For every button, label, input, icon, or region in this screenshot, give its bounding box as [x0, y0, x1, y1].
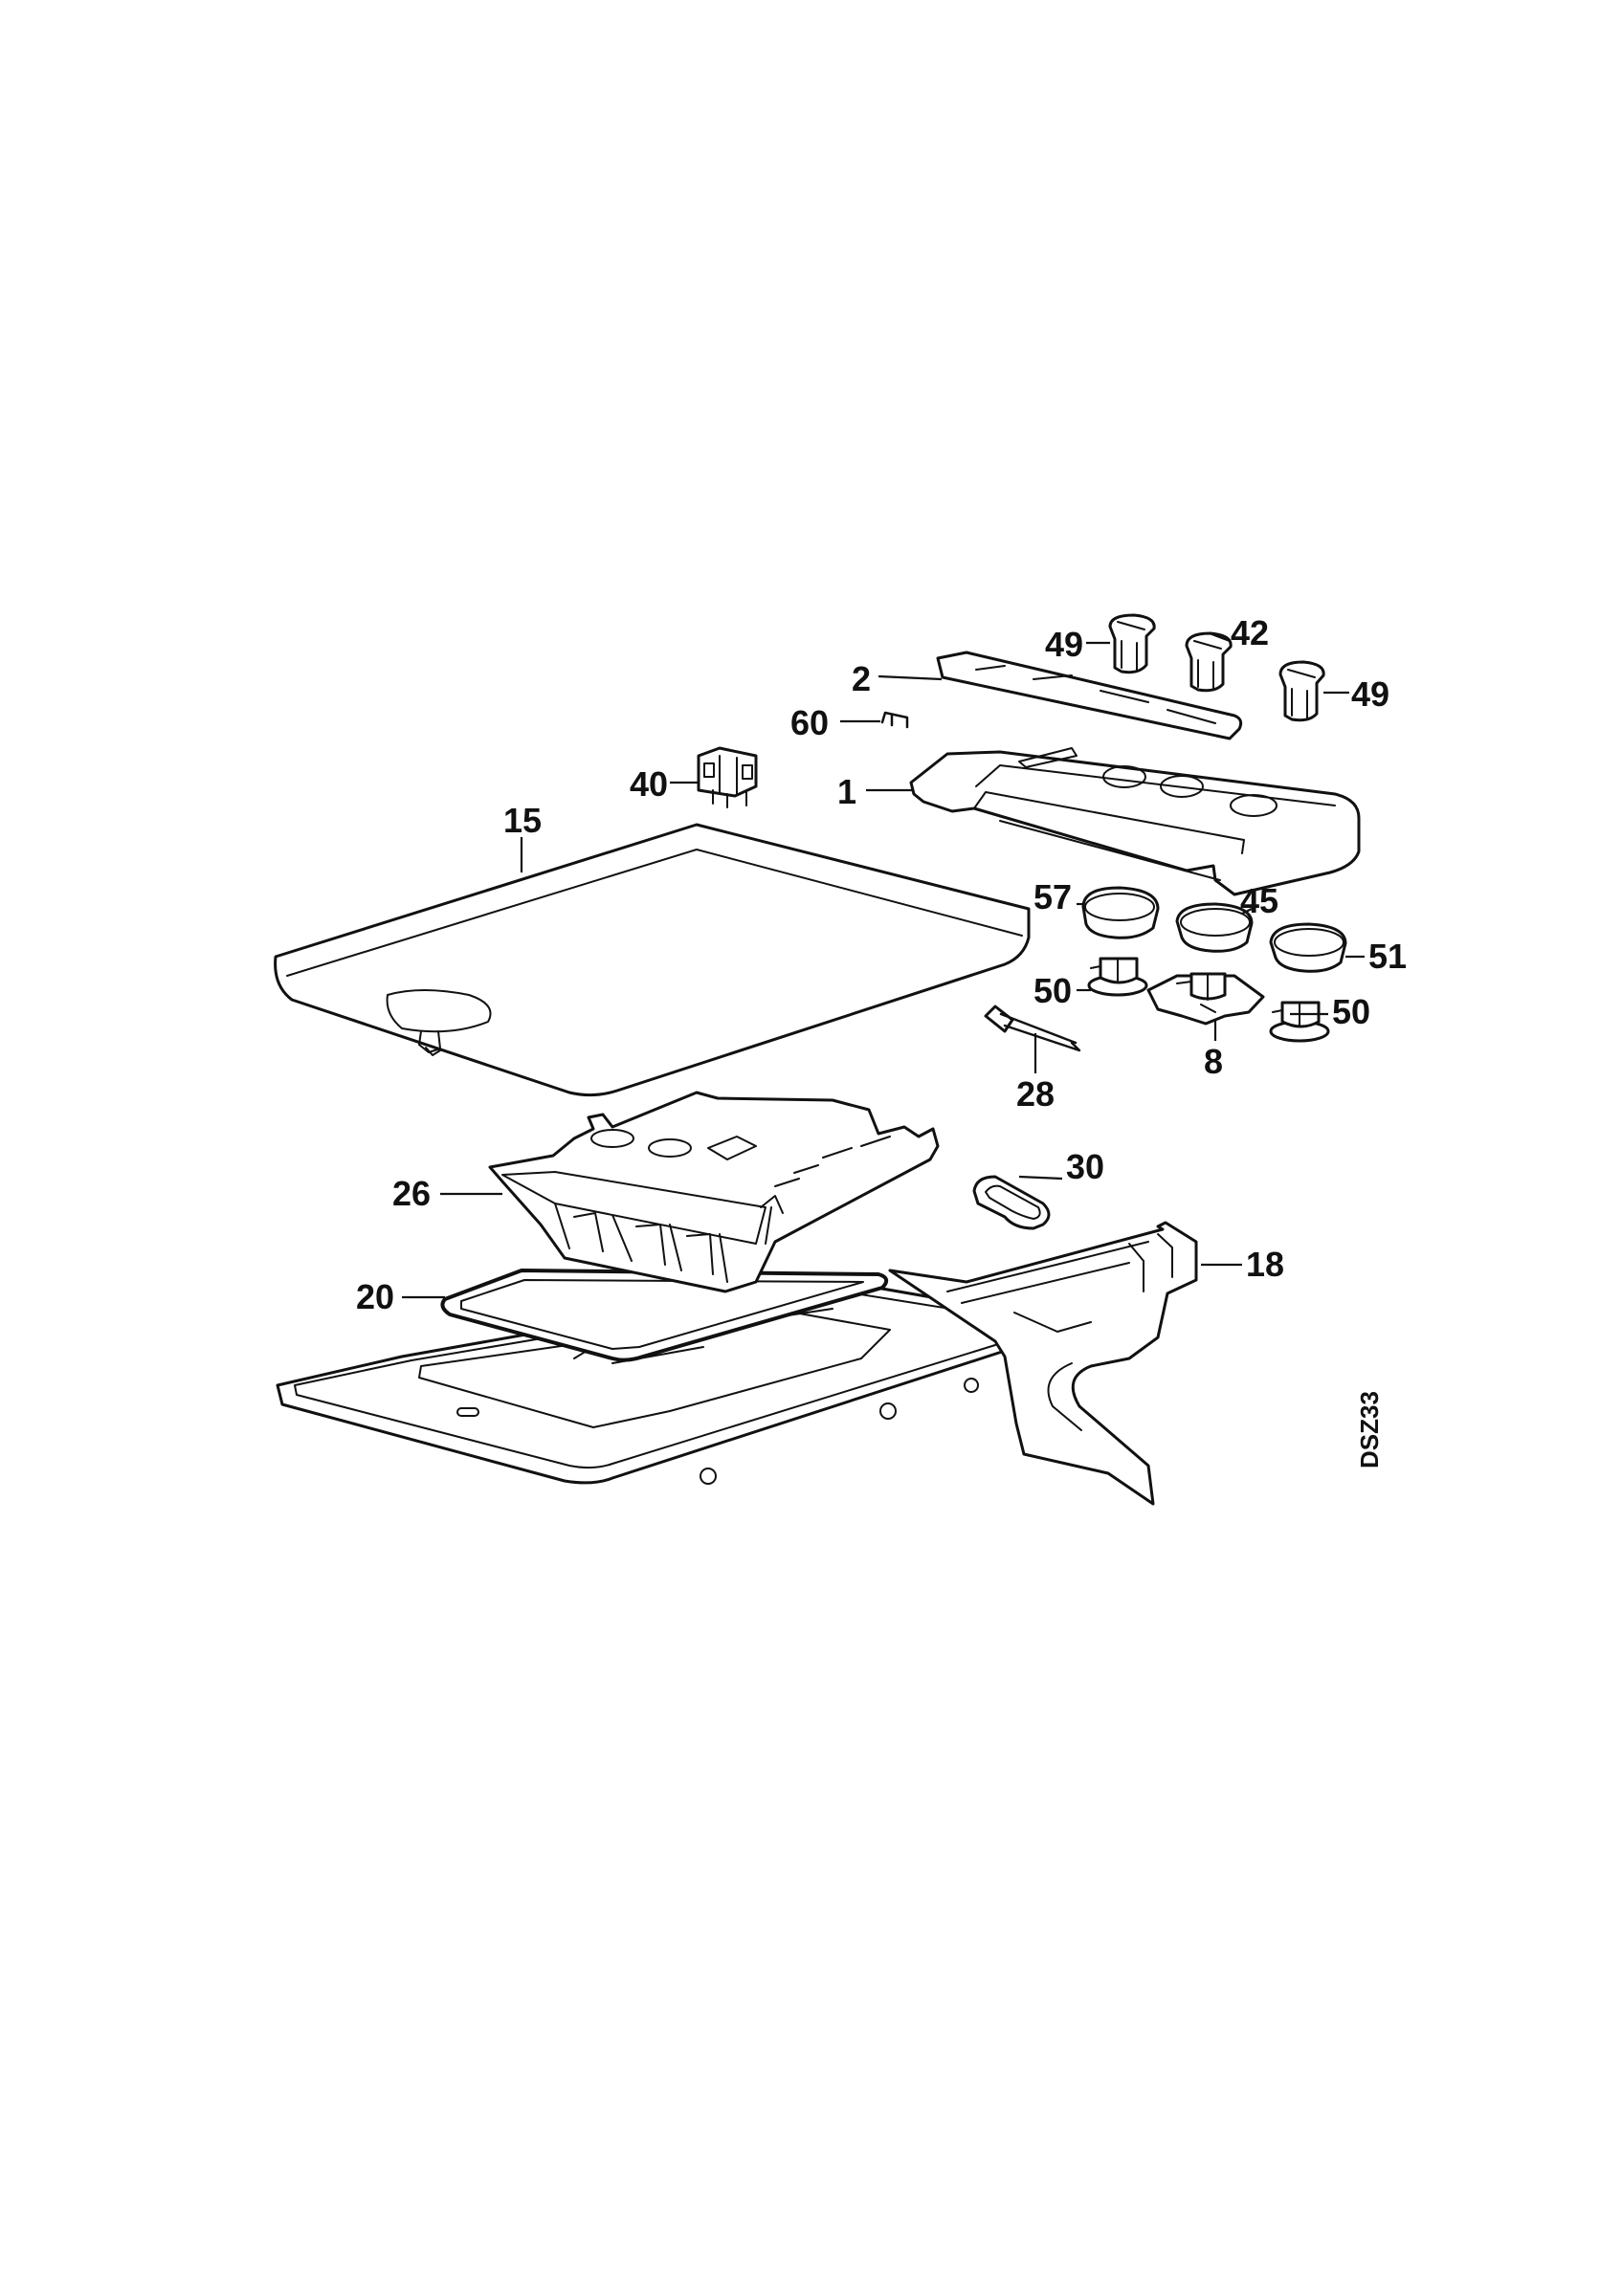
switch-block-part — [697, 746, 758, 808]
drawer-housing-part — [488, 1091, 940, 1293]
callout-50-left: 50 — [1033, 971, 1072, 1010]
button-51-part — [1269, 922, 1347, 973]
knob-middle-part — [1185, 631, 1233, 693]
callout-45: 45 — [1240, 881, 1278, 920]
leader-lines — [402, 631, 1365, 1299]
callout-8: 8 — [1204, 1042, 1223, 1081]
knob-right-part — [1278, 660, 1325, 722]
callout-42: 42 — [1231, 613, 1269, 652]
callout-40: 40 — [630, 764, 668, 804]
top-lid-part — [274, 823, 1031, 1097]
clip-part — [880, 711, 909, 729]
callout-49-left: 49 — [1045, 625, 1083, 664]
callout-15: 15 — [503, 801, 542, 840]
drawing-code-label: DSZ33 — [1355, 1391, 1384, 1468]
callout-60: 60 — [790, 703, 829, 742]
callout-1: 1 — [837, 772, 856, 811]
ring-seal-part — [972, 1175, 1051, 1230]
callout-57: 57 — [1033, 877, 1072, 916]
knob-left-part — [1108, 613, 1156, 674]
pin-part — [984, 1004, 1081, 1052]
mechanism-right-part — [1269, 1001, 1330, 1043]
button-57-part — [1081, 886, 1160, 939]
callout-26: 26 — [392, 1174, 431, 1213]
callout-labels: 2 60 49 42 49 1 40 15 57 45 51 50 50 8 2… — [356, 613, 1407, 1316]
panel-trim-part — [936, 651, 1243, 740]
callout-20: 20 — [356, 1277, 394, 1316]
callout-18: 18 — [1246, 1245, 1284, 1284]
callout-28: 28 — [1016, 1074, 1055, 1114]
button-45-part — [1175, 902, 1254, 953]
gasket-part — [440, 1269, 889, 1362]
callout-49-right: 49 — [1351, 674, 1389, 714]
mechanism-left-part — [1087, 957, 1148, 997]
control-panel-part — [909, 747, 1361, 896]
callout-30: 30 — [1066, 1147, 1104, 1186]
callout-50-right: 50 — [1332, 992, 1370, 1031]
callout-51: 51 — [1368, 937, 1407, 976]
side-rail-part — [888, 1221, 1198, 1506]
mechanism-plate-part — [1146, 972, 1265, 1026]
callout-2: 2 — [852, 659, 871, 698]
